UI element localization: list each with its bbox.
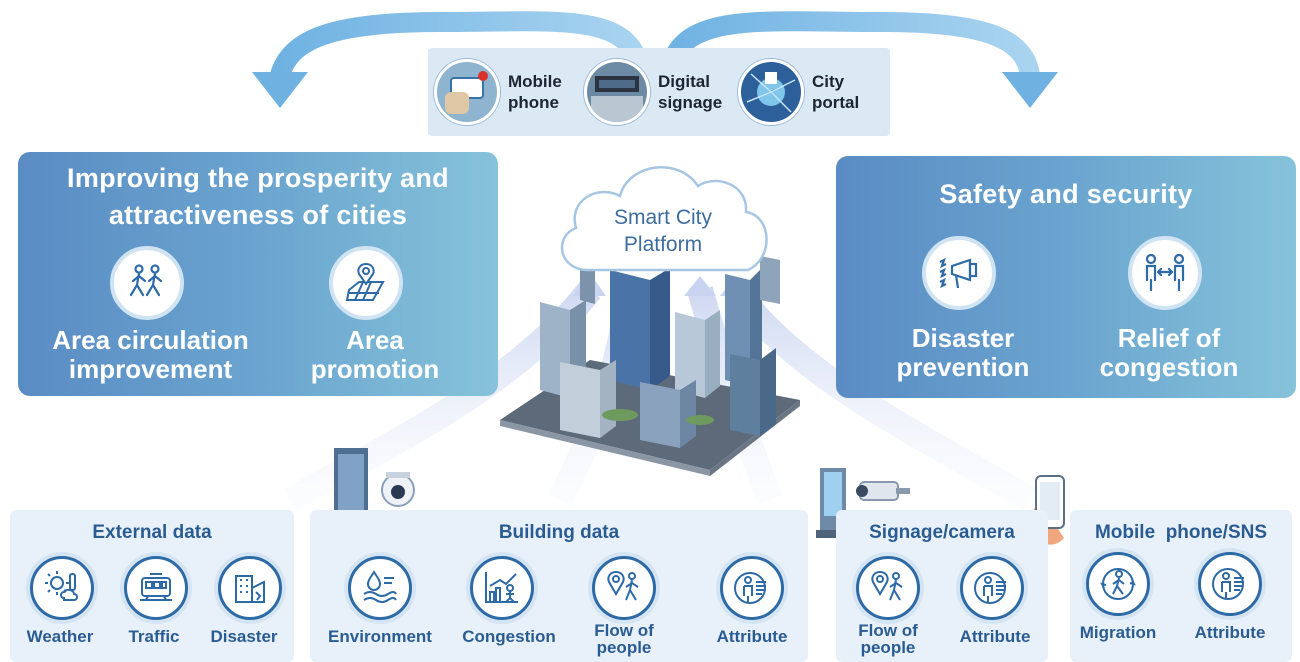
source-item-label: Flow of people xyxy=(858,621,918,657)
channel-city-portal: City portal xyxy=(738,58,892,126)
source-item-label: Attribute xyxy=(716,627,788,646)
platform-label: Smart City Platform xyxy=(613,206,712,256)
channel-label: City portal xyxy=(812,72,860,112)
source-title: Signage/camera xyxy=(869,522,1015,543)
building-data-box: Building data Environment Congestion Flo… xyxy=(310,510,808,662)
rise-arrow-4 xyxy=(724,282,1037,512)
weather-icon xyxy=(30,556,94,620)
source-item-label: Environment xyxy=(328,627,432,646)
source-item-label: Weather xyxy=(26,627,94,646)
source-title: Building data xyxy=(498,522,620,543)
person-attribute-icon xyxy=(960,556,1024,620)
train-icon xyxy=(124,556,188,620)
channel-mobile-phone: Mobile phone xyxy=(434,58,588,126)
panel-title: Improving the prosperity and attractiven… xyxy=(67,163,449,230)
congestion-chart-icon xyxy=(470,556,534,620)
source-item-label: Traffic xyxy=(128,627,180,646)
left-arrow-arc xyxy=(270,11,650,81)
source-item-label: Disaster xyxy=(210,627,278,646)
safety-panel: Safety and security Disaster prevention … xyxy=(836,156,1296,398)
mobile-sns-box: Mobile phone/SNS Migration Attribute xyxy=(1070,510,1292,662)
location-walker-icon xyxy=(856,556,920,620)
map-pin-grid-icon xyxy=(329,246,403,320)
migration-icon xyxy=(1086,552,1150,616)
disaster-prevention-label: Disaster prevention xyxy=(896,323,1030,382)
city-portal-network-icon xyxy=(738,59,804,125)
source-item-label: Attribute xyxy=(959,627,1031,646)
prosperity-panel: Improving the prosperity and attractiven… xyxy=(18,152,498,396)
relief-congestion-label: Relief of congestion xyxy=(1099,323,1239,382)
person-attribute-icon xyxy=(720,556,784,620)
source-item-label: Flow of people xyxy=(594,621,654,657)
panel-title: Safety and security xyxy=(939,179,1193,209)
left-arrow-head xyxy=(252,72,308,108)
output-channels-bar: Mobile phone Digital signage City portal xyxy=(428,48,890,136)
city-model-illustration xyxy=(500,246,800,476)
smartphone-notification-icon xyxy=(434,59,500,125)
right-arrow-head xyxy=(1002,72,1058,108)
environment-icon xyxy=(348,556,412,620)
source-title: External data xyxy=(92,522,212,543)
location-walker-icon xyxy=(592,556,656,620)
person-attribute-icon xyxy=(1198,552,1262,616)
digital-signage-icon xyxy=(584,59,650,125)
channel-label: Digital signage xyxy=(658,72,723,112)
source-item-label: Attribute xyxy=(1194,623,1266,642)
signage-camera-illustration xyxy=(816,468,910,538)
people-distance-icon xyxy=(1128,236,1202,310)
external-data-box: External data Weather Traffic Disaster xyxy=(10,510,294,662)
channel-label: Mobile phone xyxy=(508,72,562,112)
smart-city-cloud xyxy=(560,166,768,272)
channel-digital-signage: Digital signage xyxy=(584,58,738,126)
right-arrow-arc xyxy=(660,11,1040,81)
signage-camera-box: Signage/camera Flow of people Attribute xyxy=(836,510,1048,662)
source-item-label: Migration xyxy=(1079,623,1157,642)
walking-people-icon xyxy=(110,246,184,320)
area-promotion-label: Area promotion xyxy=(310,325,440,384)
megaphone-icon xyxy=(922,236,996,310)
area-circulation-label: Area circulation improvement xyxy=(52,325,249,384)
source-title: Mobile phone/SNS xyxy=(1094,522,1268,543)
damaged-building-icon xyxy=(218,556,282,620)
source-item-label: Congestion xyxy=(462,627,556,646)
